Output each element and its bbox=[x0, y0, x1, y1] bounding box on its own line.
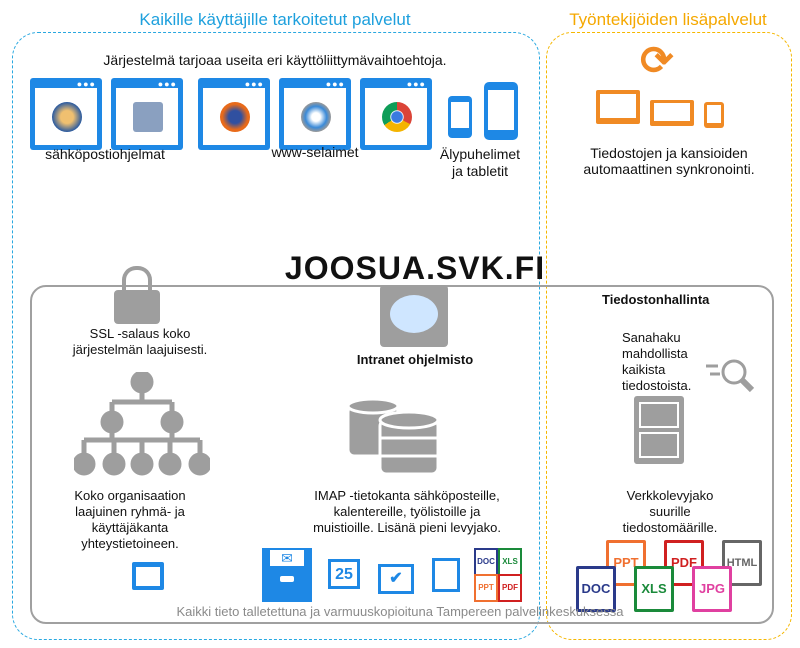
notes-icon bbox=[432, 558, 460, 592]
employee-heading: Työntekijöiden lisäpalvelut bbox=[569, 10, 767, 29]
lock-icon bbox=[114, 266, 160, 324]
file-cabinet-icon bbox=[634, 396, 684, 464]
ppt-file-icon: PPT bbox=[474, 574, 498, 602]
safari-icon: ●●● bbox=[279, 78, 351, 150]
imap-text-2: kalentereille, työlistoille ja bbox=[333, 504, 481, 519]
mail-app-icon: ●●● bbox=[111, 78, 183, 150]
sync-text-2: automaattinen synkronointi. bbox=[583, 161, 755, 177]
sync-icon: ⟳ bbox=[640, 39, 674, 83]
interfaces-intro: Järjestelmä tarjoaa useita eri käyttölii… bbox=[103, 52, 447, 68]
pdf-big-icon: PDF bbox=[664, 540, 704, 586]
tablet-icon bbox=[484, 82, 518, 140]
contacts-icon bbox=[132, 562, 164, 590]
thunderbird-icon: ●●● bbox=[30, 78, 102, 150]
intranet-label: Intranet ohjelmisto bbox=[356, 352, 474, 367]
org-text-2: laajuinen ryhmä- ja bbox=[75, 504, 185, 519]
xls-big-icon: XLS bbox=[634, 566, 674, 612]
firefox-icon: ●●● bbox=[198, 78, 270, 150]
search-text-1: Sanahaku bbox=[622, 330, 681, 345]
all-users-heading: Kaikille käyttäjille tarkoitetut palvelu… bbox=[139, 10, 411, 29]
imap-text-3: muistioille. Lisänä pieni levyjako. bbox=[313, 520, 501, 535]
footer-note: Kaikki tieto talletettuna ja varmuuskopi… bbox=[176, 604, 624, 619]
share-text-1: Verkkolevyjako bbox=[626, 488, 714, 503]
jpg-big-icon: JPG bbox=[692, 566, 732, 612]
chrome-icon: ●●● bbox=[360, 78, 432, 150]
email-clients-label: sähköpostiohjelmat bbox=[45, 146, 165, 162]
ssl-text-2: järjestelmän laajuisesti. bbox=[72, 342, 208, 357]
share-text-2: suurille bbox=[649, 504, 691, 519]
org-text-1: Koko organisaation bbox=[74, 488, 186, 503]
pdf-file-icon: PDF bbox=[498, 574, 522, 602]
page-title: JOOSUA.SVK.FI bbox=[284, 250, 546, 286]
cloud-icon bbox=[380, 285, 448, 347]
mobile-label-2: ja tabletit bbox=[451, 163, 509, 179]
doc-file-icon: DOC bbox=[474, 548, 498, 576]
ssl-text-1: SSL -salaus koko bbox=[89, 326, 191, 341]
doc-big-icon: DOC bbox=[576, 566, 616, 612]
mobile-label-1: Älypuhelimet bbox=[439, 146, 521, 162]
laptop-icon bbox=[650, 100, 694, 126]
browsers-label: www-selaimet bbox=[271, 144, 359, 160]
calendar-icon: 25 bbox=[328, 559, 360, 589]
sync-text-1: Tiedostojen ja kansioiden bbox=[590, 145, 748, 161]
imap-text-1: IMAP -tietokanta sähköposteille, bbox=[314, 488, 500, 503]
xls-file-icon: XLS bbox=[498, 548, 522, 576]
phone-icon bbox=[448, 96, 472, 138]
search-icon bbox=[706, 359, 755, 393]
hierarchy-icon bbox=[74, 372, 210, 476]
database-icon bbox=[346, 398, 440, 476]
desktop-icon bbox=[596, 90, 640, 124]
tablet-sync-icon bbox=[704, 102, 724, 128]
task-icon: ✔ bbox=[378, 564, 414, 594]
all-users-section bbox=[12, 32, 540, 640]
share-text-3: tiedostomäärille. bbox=[622, 520, 718, 535]
employee-section bbox=[546, 32, 792, 640]
file-management-heading: Tiedostonhallinta bbox=[602, 292, 710, 307]
search-text-3: kaikista bbox=[622, 362, 666, 377]
search-text-2: mahdollista bbox=[622, 346, 688, 361]
org-text-3: käyttäjäkanta bbox=[91, 520, 169, 535]
search-text-4: tiedostoista. bbox=[622, 378, 692, 393]
mail-archive-icon: ✉ bbox=[262, 548, 312, 602]
org-text-4: yhteystietoineen. bbox=[81, 536, 179, 551]
